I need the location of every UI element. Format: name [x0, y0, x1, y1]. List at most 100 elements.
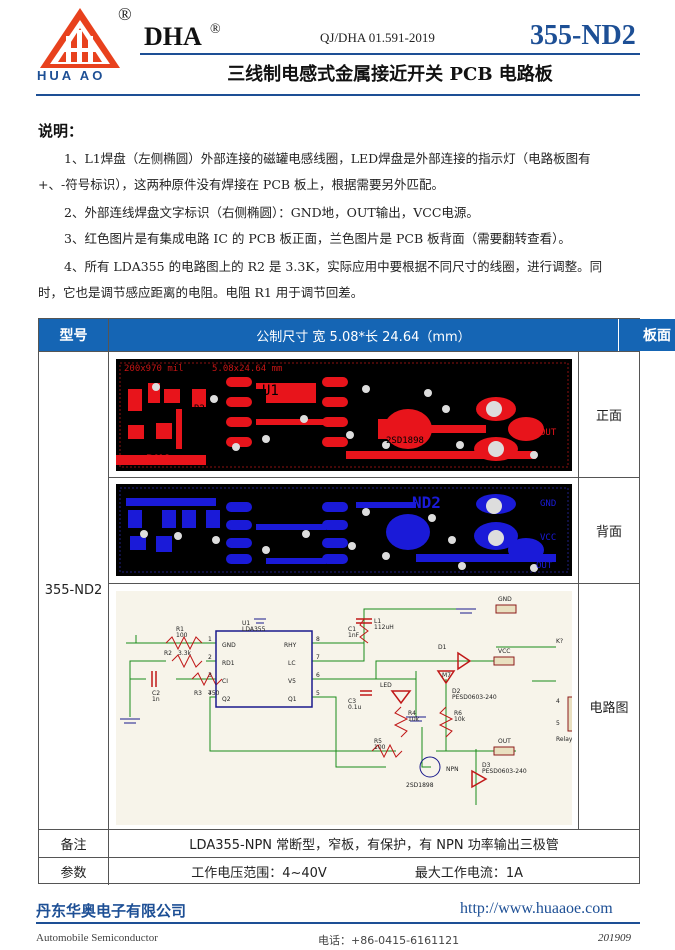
brand-name: DHA: [144, 22, 202, 51]
note-line: +、-符号标识），这两种原件没有焊接在 PCB 板上，根据需要另外匹配。: [38, 177, 445, 192]
svg-text:GND: GND: [498, 596, 512, 603]
header-size: 公制尺寸 宽 5.08*长 24.64（mm）: [109, 319, 618, 351]
svg-text:PESD0603-240: PESD0603-240: [482, 768, 527, 775]
svg-text:R4: R4: [408, 710, 416, 717]
remark-value: LDA355-NPN 常断型，窄板，有保护，有 NPN 功率输出三极管: [189, 838, 559, 853]
note-line: 1、L1焊盘（左侧椭圆）外部连接的磁罐电感线圈，LED焊盘是外部连接的指示灯（电…: [64, 151, 591, 166]
svg-text:U1: U1: [262, 383, 279, 399]
svg-text:RD1: RD1: [222, 660, 235, 667]
svg-text:100: 100: [374, 744, 386, 751]
svg-text:RHY: RHY: [284, 642, 297, 649]
company-url[interactable]: http://www.huaaoe.com: [460, 900, 613, 917]
note-line: 4、所有 LDA355 的电路图上的 R2 是 3.3K，实际应用中要根据不同尺…: [64, 259, 603, 274]
svg-text:1n: 1n: [152, 696, 160, 703]
svg-text:750: 750: [208, 690, 220, 697]
svg-text:5.08x24.64 mm: 5.08x24.64 mm: [212, 364, 282, 374]
svg-text:R2: R2: [194, 404, 205, 414]
svg-text:100: 100: [176, 632, 188, 639]
hua-ao-logo: [40, 8, 120, 68]
svg-text:5: 5: [316, 690, 320, 697]
svg-text:C3: C3: [348, 698, 356, 705]
svg-text:5: 5: [556, 720, 560, 727]
svg-text:DHA: DHA: [146, 453, 172, 469]
svg-text:Q1: Q1: [288, 696, 297, 703]
svg-text:10k: 10k: [454, 716, 466, 723]
model-cell: 355-ND2: [44, 583, 103, 598]
svg-text:1nF: 1nF: [348, 632, 360, 639]
svg-text:OUT: OUT: [498, 738, 511, 745]
footer-date: 201909: [598, 932, 631, 944]
svg-text:D2: D2: [452, 688, 461, 695]
pcb-front-image: 200x970 mil 5.08x24.64 mm R3 R2 L1 U1 2SD1…: [116, 359, 572, 471]
svg-text:R6: R6: [454, 710, 462, 717]
svg-text:D1: D1: [438, 644, 447, 651]
svg-text:C1: C1: [348, 626, 356, 633]
model-number: 355-ND2: [530, 20, 636, 51]
svg-text:R5: R5: [374, 738, 382, 745]
svg-text:LED: LED: [380, 682, 392, 689]
svg-text:200x970 mil: 200x970 mil: [124, 364, 184, 374]
param-label: 参数: [60, 865, 87, 881]
svg-text:GND: GND: [540, 499, 556, 509]
header-rule: [140, 53, 640, 55]
registered-mark: ®: [118, 4, 132, 24]
svg-text:R3: R3: [194, 690, 202, 697]
face-schematic: 电路图: [589, 701, 629, 716]
svg-text:PESD0603-240: PESD0603-240: [452, 694, 497, 701]
note-line: 时，它也是调节感应距离的电阻。电阻 R1 用于调节回差。: [38, 285, 364, 300]
svg-text:Q2: Q2: [222, 696, 231, 703]
svg-text:L1: L1: [134, 414, 145, 424]
document-number: QJ/DHA 01.591-2019: [320, 30, 435, 45]
svg-text:L1: L1: [374, 618, 381, 625]
svg-text:CI: CI: [222, 678, 228, 685]
svg-text:2: 2: [208, 654, 212, 661]
header-face: 板面: [619, 319, 675, 351]
page-title: 三线制电感式金属接近开关 PCB 电路板: [227, 64, 553, 85]
svg-text:K?: K?: [556, 638, 563, 645]
svg-text:2SD1898: 2SD1898: [386, 436, 424, 446]
svg-text:1: 1: [208, 636, 212, 643]
logo-text: HUA AO: [37, 68, 106, 83]
title-rule: [36, 94, 640, 96]
note-line: 3、红色图片是有集成电路 IC 的 PCB 板正面，兰色图片是 PCB 板背面（…: [64, 231, 571, 246]
svg-text:VCC: VCC: [498, 648, 510, 655]
svg-text:C2: C2: [152, 690, 160, 697]
svg-text:V5: V5: [288, 678, 296, 685]
note-line: 2、外部连线焊盘文字标识（右侧椭圆）：GND地，OUT输出，VCC电源。: [64, 205, 479, 220]
notes-heading: 说明：: [38, 122, 84, 140]
spec-table: 型号 公制尺寸 宽 5.08*长 24.64（mm） 板面 355-ND2 正面…: [38, 318, 675, 885]
footer-tagline: Automobile Semiconductor: [36, 932, 158, 944]
param-current: 最大工作电流：1A: [414, 865, 524, 881]
svg-text:U1: U1: [242, 620, 250, 627]
svg-text:R3: R3: [164, 404, 175, 414]
svg-text:R1: R1: [176, 626, 184, 633]
svg-text:112uH: 112uH: [374, 624, 394, 631]
svg-text:0.1u: 0.1u: [348, 704, 362, 711]
svg-text:2SD1898: 2SD1898: [406, 782, 434, 789]
brand-registered-mark: ®: [210, 22, 221, 37]
svg-text:ND2: ND2: [412, 493, 441, 512]
face-back: 背面: [595, 525, 622, 540]
svg-text:10k: 10k: [408, 716, 420, 723]
footer-phone: 电话：+86-0415-6161121: [318, 934, 460, 947]
svg-text:M7: M7: [442, 672, 451, 679]
pcb-back-image: ND2 GND VCC OUT: [116, 484, 572, 576]
svg-text:LC: LC: [288, 660, 296, 667]
header-model: 型号: [39, 319, 108, 351]
svg-text:NPN: NPN: [446, 766, 459, 773]
svg-text:3.3k: 3.3k: [178, 650, 192, 657]
face-front: 正面: [595, 409, 622, 424]
svg-text:Relay: Relay: [556, 736, 572, 743]
svg-text:LDA355: LDA355: [242, 626, 266, 633]
svg-text:OUT: OUT: [540, 428, 557, 438]
svg-text:B: B: [464, 444, 469, 454]
param-voltage: 工作电压范围：4~40V: [191, 865, 327, 881]
svg-text:GND: GND: [222, 642, 236, 649]
svg-text:6: 6: [316, 672, 320, 679]
svg-text:3: 3: [208, 672, 212, 679]
svg-text:4: 4: [208, 690, 212, 697]
company-name: 丹东华奥电子有限公司: [36, 902, 187, 920]
svg-text:VCC: VCC: [540, 533, 556, 543]
remark-label: 备注: [60, 838, 87, 853]
